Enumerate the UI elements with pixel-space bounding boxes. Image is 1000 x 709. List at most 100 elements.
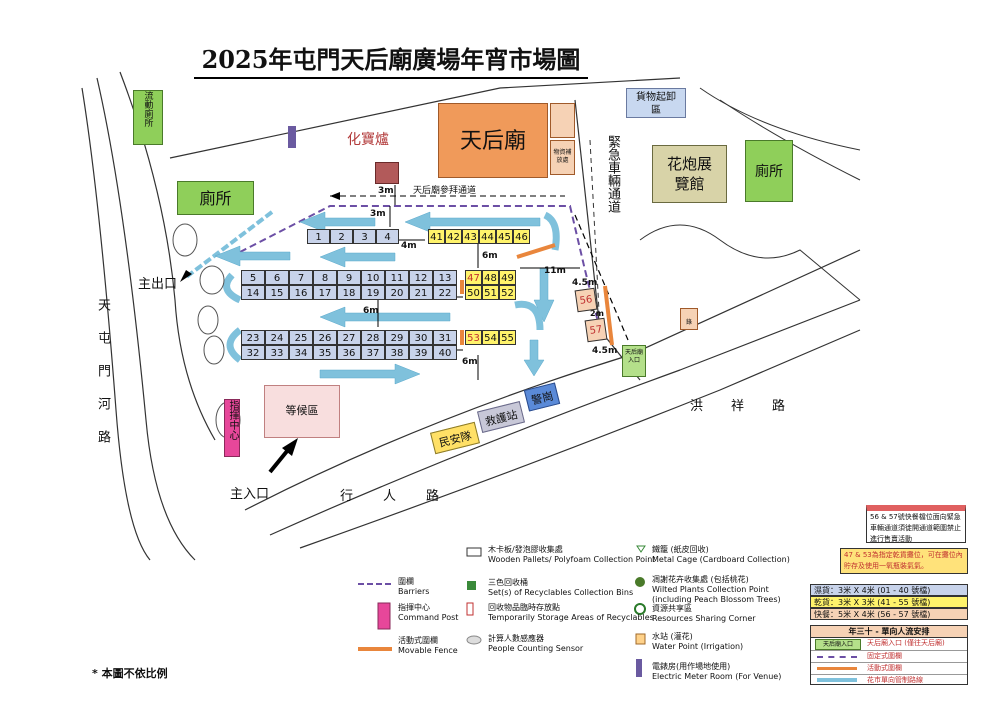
stall-52: 52: [499, 285, 516, 300]
stall-12: 12: [409, 270, 433, 285]
legend-pallets: 木卡板/發泡膠收集處 Wooden Pallets/ Polyfoam Coll…: [488, 545, 655, 565]
mobile-toilet-box: 流動廁所: [133, 90, 163, 145]
legend-water-icon: [635, 633, 646, 645]
legend-storage-text: 回收物品臨時存放點 Temporarily Storage Areas of R…: [488, 603, 654, 622]
stall-3: 3: [353, 229, 376, 244]
stall-18: 18: [337, 285, 361, 300]
meter-room-icon: [288, 126, 296, 148]
oneway-row-flow: 花市單向管制路線: [811, 675, 967, 686]
legend-counting: 計算人數感應器 People Counting Sensor: [488, 634, 583, 654]
dim-6m-c-label: 6m: [462, 357, 478, 367]
flower-hall-label: 花炮展覽館: [666, 155, 712, 193]
incinerator-label: 化寶爐: [347, 132, 389, 148]
stall-39: 39: [409, 345, 433, 360]
emergency-dash: [589, 139, 601, 331]
legend-bins: 三色回收桶 Set(s) of Recyclables Collection B…: [488, 578, 633, 598]
emergency-dash-2: [574, 214, 629, 341]
legend-pallet-icon: [466, 547, 482, 557]
fence-1: [516, 243, 556, 259]
legend-metal-text: 鐵籠 (紙皮回收) Metal Cage (Cardboard Collecti…: [652, 545, 790, 564]
legend-bins-text: 三色回收桶 Set(s) of Recyclables Collection B…: [488, 578, 634, 597]
stall-9: 9: [337, 270, 361, 285]
legend-barriers: 圍欄 Barriers: [398, 577, 429, 597]
exit-flow-line: [183, 210, 274, 280]
flow-curve-3: [226, 327, 243, 363]
materials-box-2: 物資補放處: [550, 140, 575, 175]
stall-1: 1: [307, 229, 330, 244]
stall-44: 44: [479, 229, 496, 244]
stall-55: 55: [499, 330, 516, 345]
dim-4-5m-a-label: 4.5m: [572, 278, 598, 288]
legend-storage: 回收物品臨時存放點 Temporarily Storage Areas of R…: [488, 603, 654, 623]
fast-food-key: 快餐：5米 X 4米 (56 - 57 號檔): [810, 608, 968, 620]
waiting-box: 等候區: [264, 385, 340, 438]
scale-note: * 本圖不依比例: [92, 667, 168, 680]
flow-arrow-7: [533, 267, 555, 323]
temple-entrance-label: 天后廟入口: [624, 349, 643, 364]
emergency-label: 緊急車輛通道: [605, 135, 620, 213]
oneway-title: 年三十 - 單向人流安排: [811, 626, 967, 638]
legend-command-text: 指揮中心 Command Post: [398, 603, 459, 622]
oneway-fixed-text: 固定式圍欄: [867, 652, 902, 660]
legend-cage-icon: [636, 545, 646, 553]
stall-45: 45: [496, 229, 513, 244]
legend-metal: 鐵籠 (紙皮回收) Metal Cage (Cardboard Collecti…: [652, 545, 790, 565]
stall-13: 13: [433, 270, 457, 285]
bottom-road-2: [269, 299, 861, 536]
legend-meter-icon: [636, 659, 642, 677]
stall-42: 42: [445, 229, 462, 244]
main-exit-label: 主出口: [138, 277, 178, 292]
toilet-left-box: 廁所: [177, 181, 254, 215]
stall-8: 8: [313, 270, 337, 285]
stall-11: 11: [385, 270, 409, 285]
legend-storage-icon: [466, 602, 474, 616]
legend-command-icon: [377, 602, 391, 630]
plaza-top-edge: [169, 77, 681, 159]
stall-28: 28: [361, 330, 385, 345]
legend-command: 指揮中心 Command Post: [398, 603, 458, 623]
oneway-box: 年三十 - 單向人流安排 天后廟入口 天后廟入口 (僅往天后廟) 固定式圍欄 活…: [810, 625, 968, 685]
legend-sharing-text: 資源共享區 Resources Sharing Corner: [652, 604, 756, 623]
small-box-label: 錄: [685, 319, 692, 326]
waiting-arrow-head: [282, 438, 298, 456]
oneway-movable-text: 活動式圍欄: [867, 664, 902, 672]
stall-33: 33: [265, 345, 289, 360]
command-label: 指揮中心: [227, 400, 238, 440]
stall-29: 29: [385, 330, 409, 345]
dim-6m-a-label: 6m: [482, 251, 498, 261]
small-box-right: 錄: [680, 308, 698, 330]
legend-fence: 活動式圍欄 Movable Fence: [398, 636, 458, 656]
oneway-movable-icon: [817, 667, 857, 670]
stall-21: 21: [409, 285, 433, 300]
temple-entrance-box: 天后廟入口: [622, 345, 646, 377]
stall-46: 46: [513, 229, 530, 244]
stall-24: 24: [265, 330, 289, 345]
flow-arrow-1: [404, 211, 541, 233]
flow-arrow-5: [319, 306, 451, 328]
stall-23: 23: [241, 330, 265, 345]
flow-arrow-2: [299, 211, 376, 233]
left-road-edge: [81, 87, 151, 561]
right-park-outline: [639, 224, 861, 301]
left-road-edge-2: [96, 77, 196, 561]
waiting-label: 等候區: [285, 404, 319, 417]
stall-22: 22: [433, 285, 457, 300]
stall-15: 15: [265, 285, 289, 300]
flow-arrow-3: [319, 246, 396, 268]
flower-hall-box: 花炮展覽館: [652, 145, 727, 203]
stall-17: 17: [313, 285, 337, 300]
dim-3m-mid-label: 3m: [370, 209, 386, 219]
note-56-57-box: 56 & 57號快餐檔位面向緊急車輛通道須徙開通道範圍禁止進行售賣活動: [866, 505, 966, 543]
stall-19: 19: [361, 285, 385, 300]
page-title: 2025年屯門天后廟廣場年宵市場圖: [194, 40, 588, 79]
stall-49: 49: [499, 270, 516, 285]
right-curve: [699, 87, 861, 151]
stall-10: 10: [361, 270, 385, 285]
oneway-row-movable: 活動式圍欄: [811, 663, 967, 675]
fence-5: [603, 285, 614, 346]
road-tuen-mun-label: 天屯門河路: [95, 298, 110, 463]
legend-sharing: 資源共享區 Resources Sharing Corner: [652, 604, 756, 624]
bottom-road-1: [244, 249, 861, 511]
